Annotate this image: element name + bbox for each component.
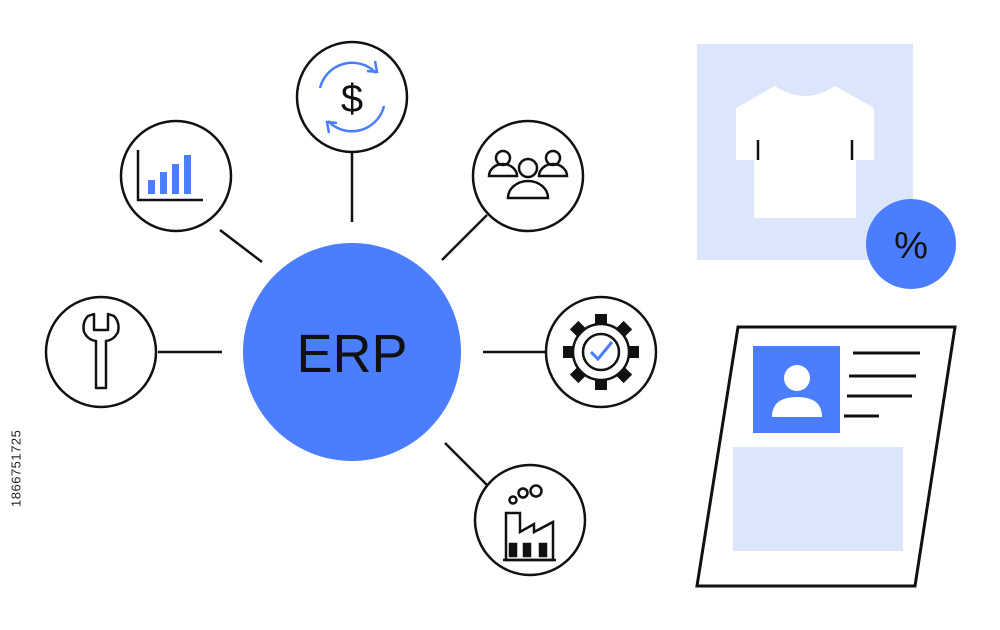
bar-chart-icon — [136, 150, 203, 202]
connector-manufacturing — [444, 442, 490, 488]
satellite-circle — [473, 463, 587, 577]
satellite-circle — [295, 40, 409, 154]
satellite-finance: $ — [295, 40, 409, 154]
gear-check-icon — [563, 314, 639, 390]
hub-label: ERP — [296, 324, 407, 384]
satellite-settings — [544, 295, 658, 409]
product-card: % — [697, 44, 956, 289]
connector-analytics — [219, 229, 263, 263]
tshirt-icon — [736, 86, 874, 218]
user-avatar-icon — [753, 346, 840, 433]
satellite-tools — [44, 295, 158, 409]
erp-hub: ERP — [243, 243, 461, 461]
profile-card — [695, 325, 957, 588]
satellite-team — [471, 119, 585, 233]
dollar-exchange-icon: $ — [318, 60, 386, 134]
discount-badge — [866, 199, 956, 289]
profile-text-lines — [844, 351, 920, 418]
profile-details-block — [733, 447, 903, 551]
hub-circle — [243, 243, 461, 461]
connector-team — [441, 214, 488, 261]
svg-text:$: $ — [341, 77, 363, 121]
stock-id-watermark: 1866751725 — [8, 429, 24, 507]
discount-badge-label: % — [894, 225, 928, 267]
wrench-icon — [82, 312, 120, 390]
satellite-analytics — [119, 119, 233, 233]
factory-icon — [503, 484, 556, 562]
people-group-icon — [487, 149, 569, 200]
hub-connectors — [158, 152, 547, 488]
satellite-circle — [44, 295, 158, 409]
satellite-manufacturing — [473, 463, 587, 577]
